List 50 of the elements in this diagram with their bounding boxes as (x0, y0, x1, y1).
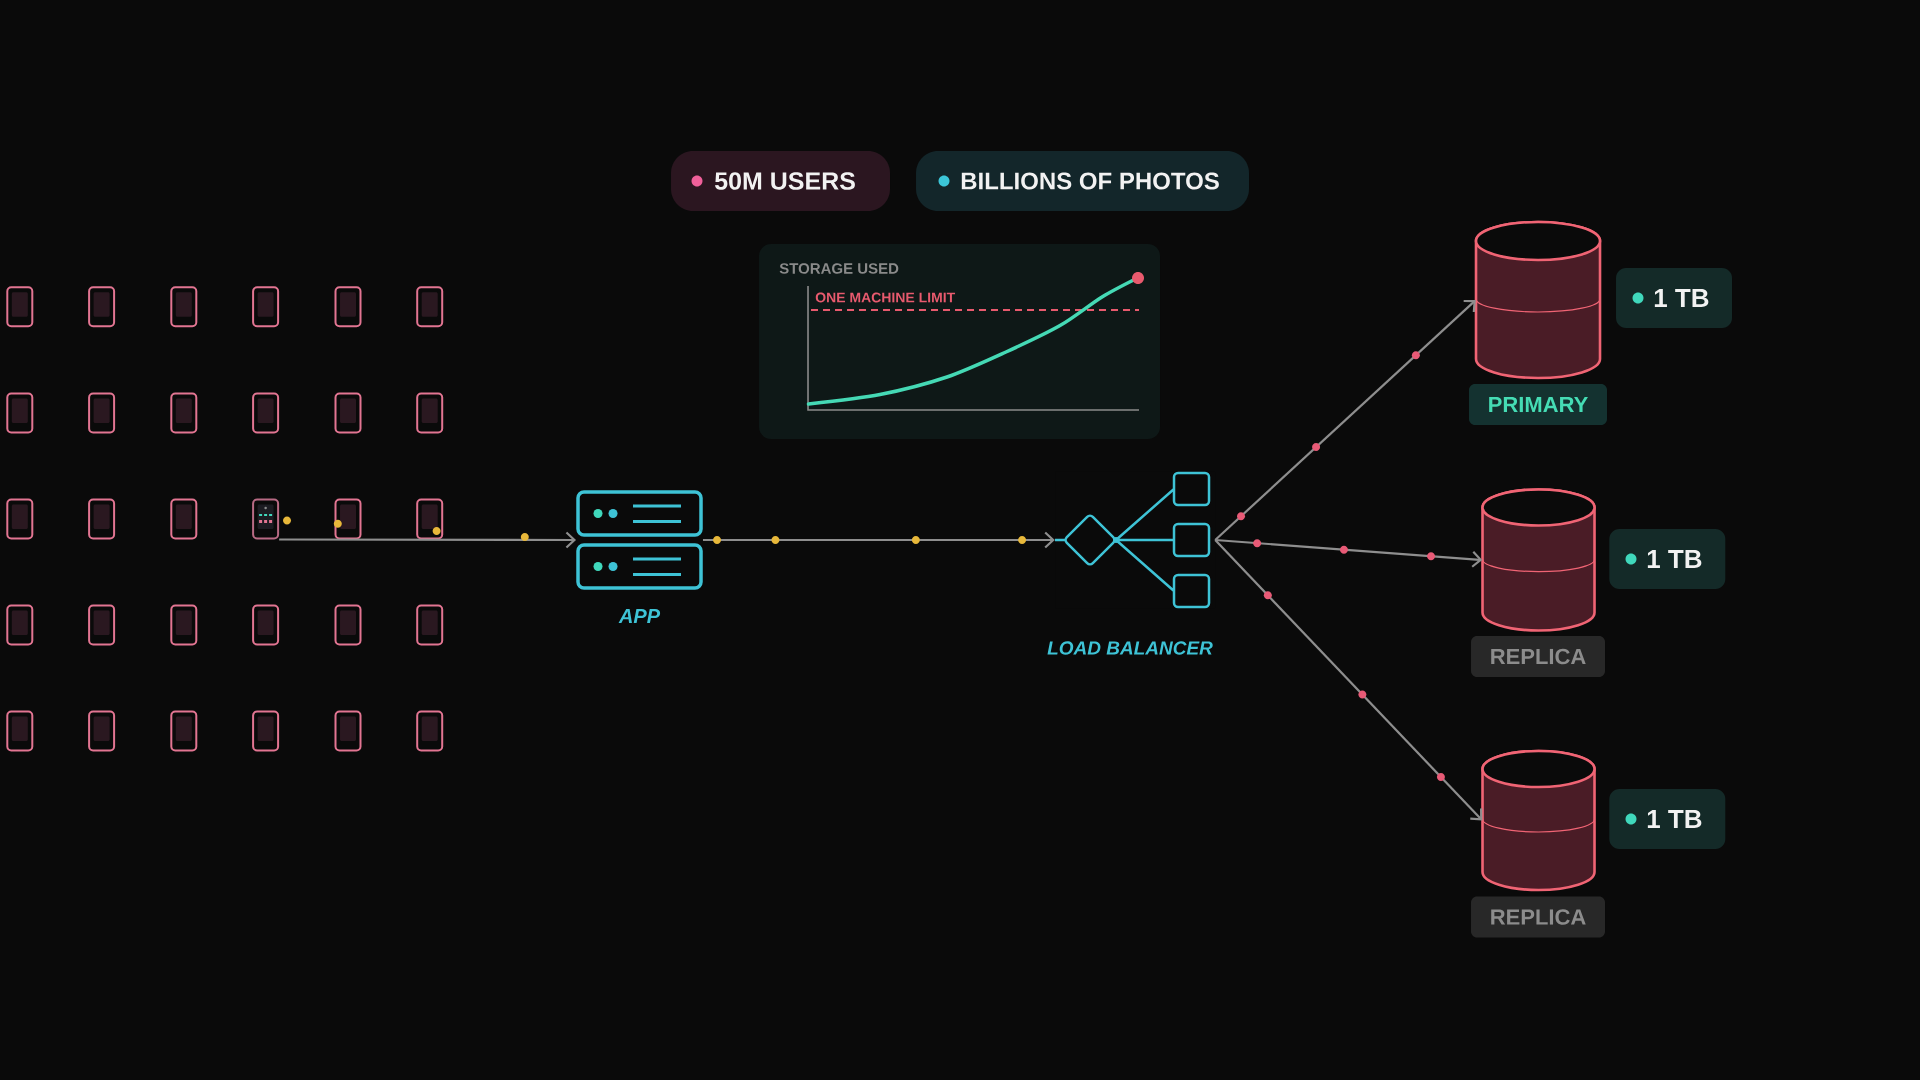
role-tag: PRIMARY (1469, 384, 1607, 425)
phone-icon (252, 604, 280, 646)
size-badge: 1 TB (1609, 789, 1726, 849)
phone-icon (88, 710, 116, 752)
arrow (279, 531, 577, 549)
phone-icon (170, 710, 198, 752)
phone-icon (170, 286, 198, 328)
role-tag: REPLICA (1471, 896, 1605, 938)
arrow (1215, 538, 1483, 568)
arrow (1214, 539, 1483, 821)
database-cylinder (1481, 488, 1596, 632)
phone-icon (416, 498, 444, 540)
size-badge: 1 TB (1616, 268, 1732, 328)
size-badge: 1 TB (1609, 529, 1726, 589)
phone-icon (416, 392, 444, 434)
phone-icon (334, 604, 362, 646)
phone-icon (170, 604, 198, 646)
phone-icon (334, 286, 362, 328)
phone-icon (6, 498, 34, 540)
phone-icon (416, 604, 444, 646)
limit-label: ONE MACHINE LIMIT (815, 292, 956, 303)
database-cylinder (1481, 749, 1596, 892)
chart-title: STORAGE USED (779, 263, 899, 274)
stat-pill: BILLIONS OF PHOTOS (916, 151, 1249, 211)
stat-pill: 50M USERS (671, 151, 890, 211)
phone-icon (88, 604, 116, 646)
phone-icon (334, 498, 362, 540)
phone-icon (6, 286, 34, 328)
icon-caption: APP (618, 609, 661, 623)
phone-icon (252, 710, 280, 752)
phone-icon (170, 392, 198, 434)
phone-icon (88, 498, 116, 540)
phone-icon (88, 286, 116, 328)
phone-icon (334, 392, 362, 434)
icon-caption: LOAD BALANCER (1047, 641, 1213, 655)
database-cylinder (1474, 220, 1602, 380)
phone-icon (6, 710, 34, 752)
arrow (1214, 299, 1476, 541)
phone-icon (416, 286, 444, 328)
phone-icon (6, 392, 34, 434)
phone-icon (6, 604, 34, 646)
phone-icon (334, 710, 362, 752)
phone-icon (252, 498, 280, 540)
phone-icon (416, 710, 444, 752)
phone-icon (88, 392, 116, 434)
phone-icon (252, 286, 280, 328)
phone-icon (252, 392, 280, 434)
arrow (702, 531, 1055, 549)
phone-icon (170, 498, 198, 540)
role-tag: REPLICA (1471, 636, 1605, 677)
